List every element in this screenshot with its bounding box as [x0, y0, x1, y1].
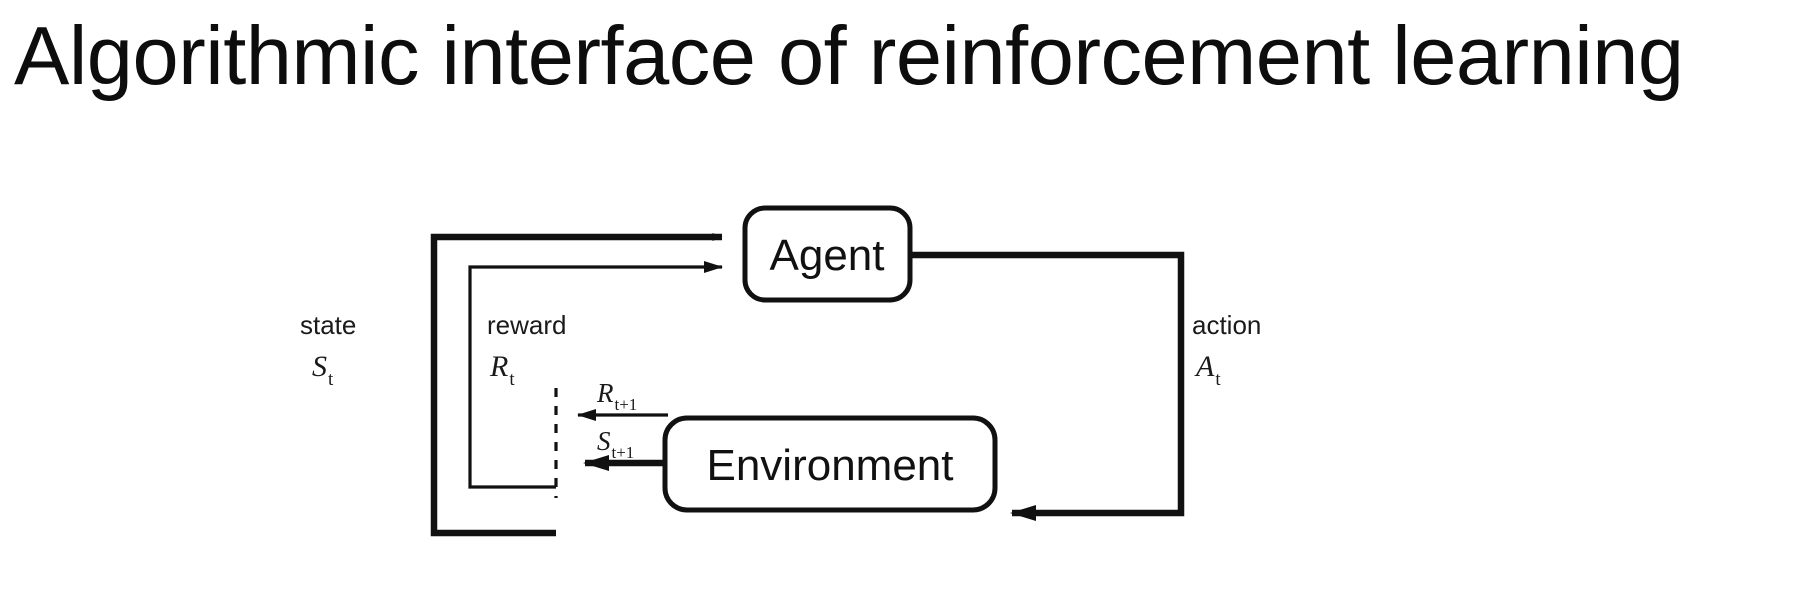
agent-box — [742, 205, 913, 303]
state-loop-path — [430, 233, 723, 537]
reward-symbol: Rt — [489, 350, 515, 390]
action-edge-label: action — [1192, 310, 1261, 340]
state-edge-label: state — [300, 310, 356, 340]
next-reward-symbol: Rt+1 — [596, 378, 637, 414]
action-symbol: At — [1194, 350, 1221, 390]
next-state-symbol: St+1 — [597, 426, 634, 462]
agent-environment-diagram: Agent Environment state St reward Rt act… — [0, 150, 1820, 594]
agent-node[interactable]: Agent — [742, 205, 913, 303]
environment-label: Environment — [706, 441, 953, 490]
environment-box — [662, 415, 998, 513]
environment-node[interactable]: Environment — [662, 415, 998, 513]
reward-loop-path — [468, 261, 723, 489]
agent-label: Agent — [770, 231, 885, 280]
page-title: Algorithmic interface of reinforcement l… — [14, 9, 1684, 102]
action-loop-path — [910, 251, 1185, 521]
state-symbol: St — [312, 350, 334, 390]
reward-edge-label: reward — [487, 310, 566, 340]
